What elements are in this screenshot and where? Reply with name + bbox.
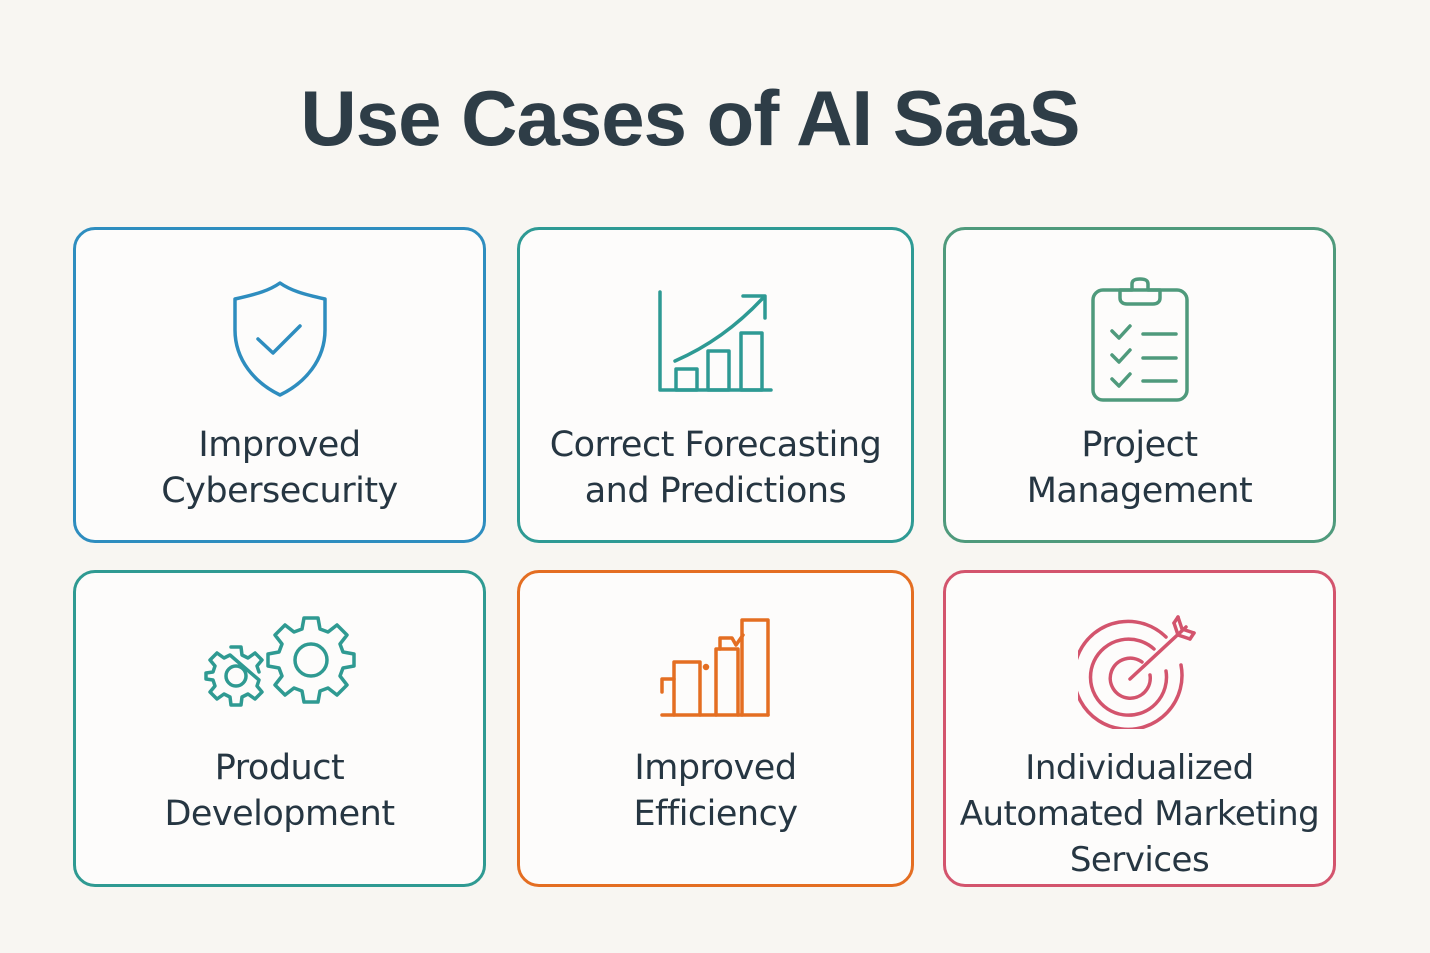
card-label-line: Correct Forecasting xyxy=(549,425,882,465)
card-label-line: Services xyxy=(1069,840,1210,880)
card-label-line: Cybersecurity xyxy=(161,471,398,511)
card-label-line: Automated Marketing xyxy=(959,794,1320,834)
card-correct-forecasting: Correct Forecasting and Predictions xyxy=(517,227,914,543)
card-label-line: Product xyxy=(214,748,345,788)
page-title: Use Cases of AI SaaS xyxy=(300,74,1080,162)
card-improved-cybersecurity: Improved Cybersecurity xyxy=(73,227,486,543)
card-label-line: Improved xyxy=(634,748,797,788)
card-label: Individualized Automated Marketing Servi… xyxy=(946,745,1333,883)
card-improved-efficiency: Improved Efficiency xyxy=(517,570,914,887)
card-label-line: Efficiency xyxy=(633,794,798,834)
shield-check-icon xyxy=(76,280,483,398)
card-label: Improved Cybersecurity xyxy=(76,422,483,514)
card-label-line: Improved xyxy=(198,425,361,465)
card-individualized-marketing: Individualized Automated Marketing Servi… xyxy=(943,570,1336,887)
clipboard-checklist-icon xyxy=(946,276,1333,404)
card-label: Project Management xyxy=(946,422,1333,514)
target-arrow-icon xyxy=(946,613,1333,729)
card-label: Product Development xyxy=(76,745,483,837)
card-label: Correct Forecasting and Predictions xyxy=(520,422,911,514)
card-product-development: Product Development xyxy=(73,570,486,887)
card-label-line: and Predictions xyxy=(584,471,847,511)
card-label-line: Development xyxy=(164,794,395,834)
rising-bars-icon xyxy=(520,615,911,721)
card-label-line: Project xyxy=(1081,425,1198,465)
card-label-line: Management xyxy=(1026,471,1253,511)
card-label: Improved Efficiency xyxy=(520,745,911,837)
card-project-management: Project Management xyxy=(943,227,1336,543)
gears-icon xyxy=(76,613,483,713)
card-label-line: Individualized xyxy=(1025,748,1254,788)
growth-chart-icon xyxy=(520,288,911,396)
